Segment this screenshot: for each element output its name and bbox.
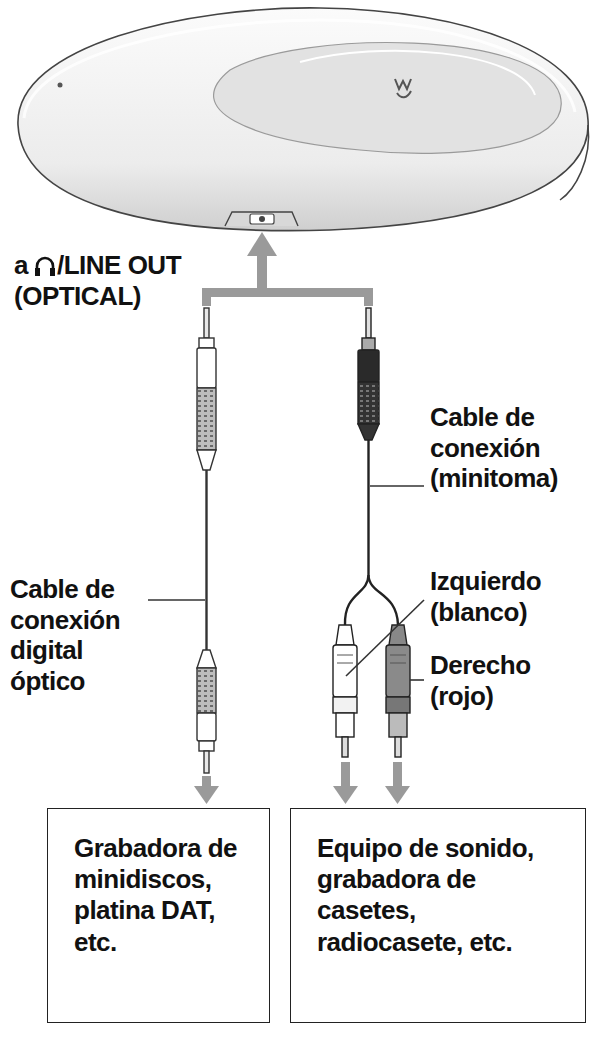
cable-label: Cable de conexión (minitoma) (430, 402, 595, 494)
jack-letter: a (14, 250, 28, 280)
jack-label: a/LINE OUT (OPTICAL) (14, 250, 198, 311)
cd-player (18, 8, 589, 231)
leader-line (148, 486, 424, 680)
minijack-cable (333, 308, 410, 757)
optical-cable (197, 308, 216, 773)
headphone-symbol (34, 255, 56, 277)
guide-arrow (194, 762, 410, 804)
box-text: Equipo de sonido, grabadora de casetes, … (317, 833, 565, 958)
guide-arrow (202, 232, 373, 306)
plug-label: Izquierdo (blanco) (430, 566, 592, 627)
equipment-box: Grabadora de minidiscos, platina DAT, et… (47, 808, 270, 1023)
plug-label: Derecho (rojo) (430, 650, 592, 711)
box-text: Grabadora de minidiscos, platina DAT, et… (74, 833, 249, 958)
equipment-box: Equipo de sonido, grabadora de casetes, … (290, 808, 586, 1023)
cable-label: Cable de conexión digital óptico (10, 574, 148, 697)
